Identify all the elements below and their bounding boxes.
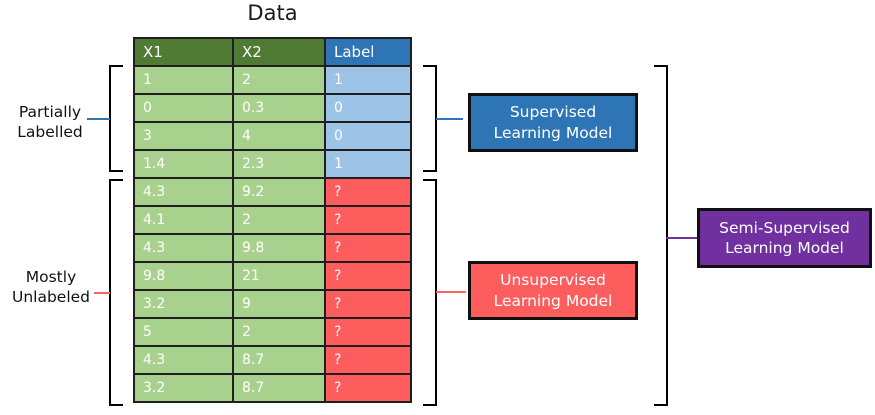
cell-x2: 2.3 <box>232 151 324 177</box>
cell-x1: 3.2 <box>135 291 232 317</box>
cell-x2: 9.8 <box>232 235 324 261</box>
semi-supervised-learning-model-box: Semi-Supervised Learning Model <box>697 208 872 268</box>
cell-x1: 4.1 <box>135 207 232 233</box>
cell-label: ? <box>324 291 410 317</box>
cell-x1: 9.8 <box>135 263 232 289</box>
cell-label: 1 <box>324 67 410 93</box>
partially-labelled-line1: Partially <box>18 103 82 121</box>
cell-label: ? <box>324 207 410 233</box>
mostly-unlabeled-bracket <box>109 179 123 406</box>
cell-x2: 4 <box>232 123 324 149</box>
cell-x1: 1 <box>135 67 232 93</box>
mostly-unlabeled-line1: Mostly <box>25 268 77 286</box>
semi-supervised-box-line2: Learning Model <box>725 239 844 257</box>
cell-x2: 2 <box>232 67 324 93</box>
cell-x2: 21 <box>232 263 324 289</box>
unsupervised-learning-model-box: Unsupervised Learning Model <box>468 261 638 320</box>
cell-label: ? <box>324 375 410 401</box>
page-title: Data <box>247 1 298 25</box>
cell-x2: 8.7 <box>232 375 324 401</box>
cell-x1: 1.4 <box>135 151 232 177</box>
cell-x1: 4.3 <box>135 179 232 205</box>
cell-x1: 3 <box>135 123 232 149</box>
table-header-row: X1 X2 Label <box>135 39 410 65</box>
supervised-box-line2: Learning Model <box>493 123 613 142</box>
mostly-unlabeled-line2: Unlabeled <box>11 287 91 306</box>
semi-supervised-bracket <box>654 65 668 406</box>
cell-label: ? <box>324 235 410 261</box>
supervised-connector <box>436 118 463 120</box>
cell-label: 0 <box>324 123 410 149</box>
cell-x2: 9.2 <box>232 179 324 205</box>
column-header-label: Label <box>324 39 410 65</box>
cell-label: 0 <box>324 95 410 121</box>
supervised-box-line1: Supervised <box>509 103 597 122</box>
unsupervised-box-line1: Unsupervised <box>500 271 606 290</box>
partially-labelled-line2: Labelled <box>17 122 83 141</box>
cell-x1: 5 <box>135 319 232 345</box>
cell-label: ? <box>324 263 410 289</box>
unsupervised-box-line2: Learning Model <box>493 291 613 310</box>
cell-x1: 4.3 <box>135 347 232 373</box>
column-header-x2: X2 <box>232 39 324 65</box>
supervised-bracket <box>423 65 437 172</box>
supervised-learning-model-box: Supervised Learning Model <box>468 93 638 152</box>
cell-x1: 4.3 <box>135 235 232 261</box>
cell-x1: 3.2 <box>135 375 232 401</box>
partially-labelled-label: Partially Labelled <box>6 103 94 143</box>
cell-label: ? <box>324 319 410 345</box>
cell-x2: 8.7 <box>232 347 324 373</box>
unsupervised-bracket <box>423 179 437 406</box>
mostly-unlabeled-label: Mostly Unlabeled <box>0 268 102 308</box>
column-header-x1: X1 <box>135 39 232 65</box>
cell-label: ? <box>324 179 410 205</box>
semi-supervised-box-line1: Semi-Supervised <box>719 218 850 237</box>
cell-x2: 2 <box>232 207 324 233</box>
unsupervised-connector <box>436 291 466 293</box>
semi-supervised-connector <box>666 237 697 239</box>
cell-label: ? <box>324 347 410 373</box>
cell-x1: 0 <box>135 95 232 121</box>
cell-x2: 0.3 <box>232 95 324 121</box>
partially-labelled-bracket <box>109 65 123 172</box>
partially-labelled-connector <box>87 118 110 120</box>
mostly-unlabeled-connector <box>94 292 110 294</box>
cell-x2: 9 <box>232 291 324 317</box>
cell-x2: 2 <box>232 319 324 345</box>
cell-label: 1 <box>324 151 410 177</box>
